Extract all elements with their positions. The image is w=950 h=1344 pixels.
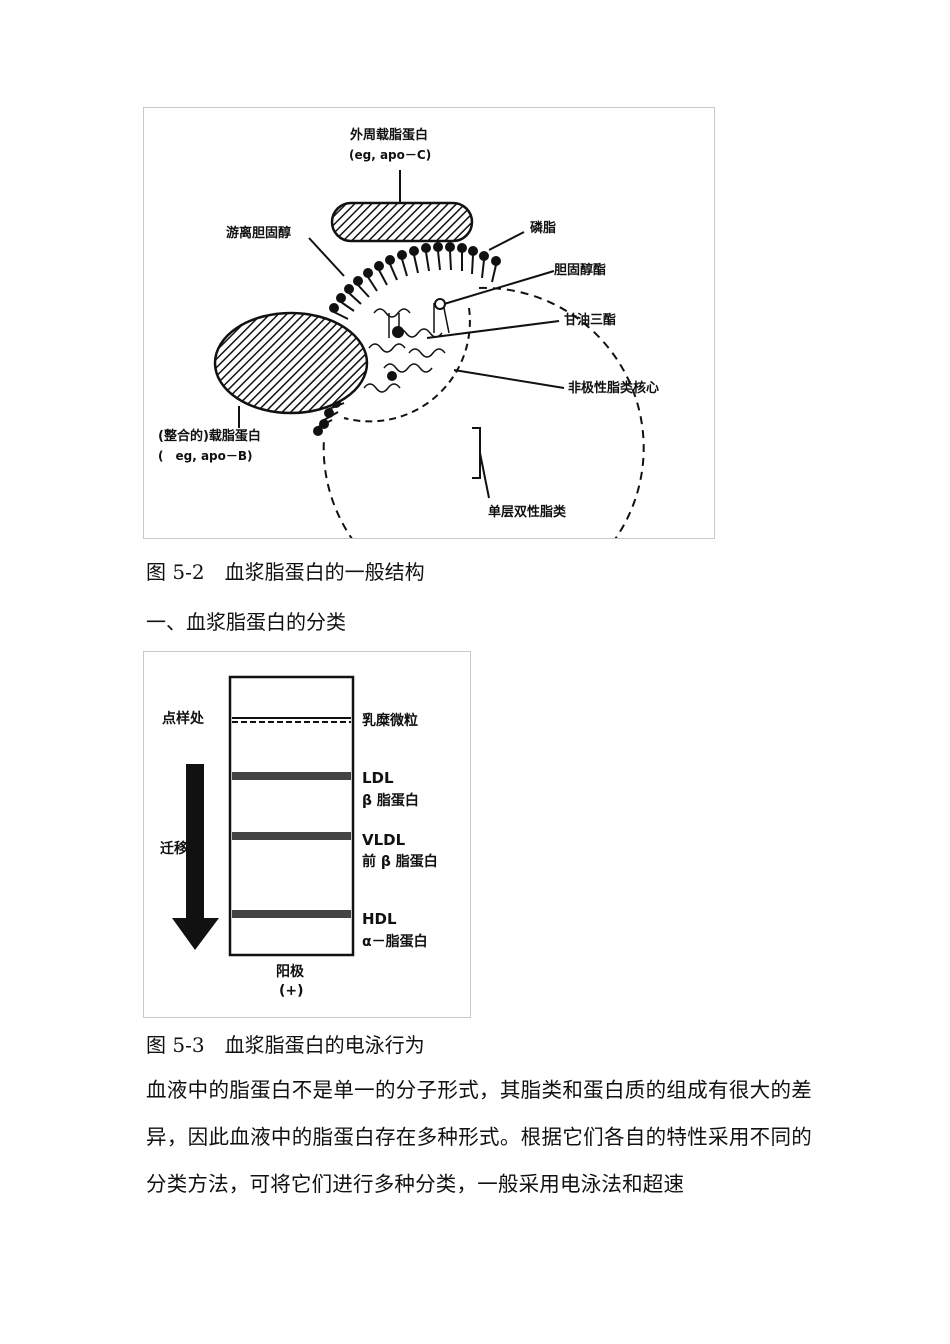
monolayer-shell-inner [343, 307, 471, 423]
label-ldl-sub: β 脂蛋白 [362, 792, 419, 809]
label-peripheral-apo: 外周载脂蛋白 [349, 127, 428, 143]
label-peripheral-apo-eg: (eg, apo－C) [349, 148, 431, 162]
migration-arrow-head [172, 918, 219, 950]
label-origin: 点样处 [162, 710, 205, 727]
ldl-band [232, 772, 351, 780]
lipoprotein-structure-figure: 外周载脂蛋白 (eg, apo－C) 游离胆固醇 磷脂 胆固醇酯 甘油三酯 非极… [143, 107, 715, 539]
migration-arrow-shaft [186, 764, 204, 919]
lipid-core [363, 303, 450, 393]
label-triglyceride: 甘油三酯 [564, 312, 616, 328]
figure-caption-5-2: 图 5-2 血浆脂蛋白的一般结构 [146, 560, 425, 584]
label-monolayer: 单层双性脂类 [488, 504, 567, 520]
label-cholesteryl-ester: 胆固醇酯 [554, 262, 606, 278]
label-migration: 迁移率 [160, 840, 202, 857]
label-vldl-sub: 前 β 脂蛋白 [362, 853, 438, 870]
section-heading: 一、血浆脂蛋白的分类 [146, 610, 346, 634]
vldl-band [232, 832, 351, 840]
peripheral-apolipoprotein-shape [330, 201, 474, 243]
figure-caption-5-3: 图 5-3 血浆脂蛋白的电泳行为 [146, 1033, 425, 1057]
triglyceride-molecule [387, 371, 397, 381]
triglyceride-molecule [392, 326, 404, 338]
label-chylomicron: 乳糜微粒 [362, 712, 418, 729]
electrophoresis-figure: 点样处 迁移率 乳糜微粒 LDL β 脂蛋白 VLDL 前 β 脂蛋白 HDL … [143, 651, 471, 1018]
label-integral-apo-eg: ( eg, apo－B) [158, 449, 253, 463]
label-phospholipid: 磷脂 [530, 220, 556, 236]
label-vldl: VLDL [362, 831, 406, 849]
label-hdl-sub: α－脂蛋白 [362, 933, 428, 950]
integral-apolipoprotein-shape [213, 311, 369, 415]
body-paragraph: 血液中的脂蛋白不是单一的分子形式，其脂类和蛋白质的组成有很大的差异，因此血液中的… [146, 1078, 812, 1196]
bands [232, 717, 351, 918]
label-anode-sign: (+) [279, 983, 304, 999]
label-anode: 阳极 [276, 963, 305, 980]
label-free-cholesterol: 游离胆固醇 [226, 225, 291, 241]
phospholipid-layer [313, 242, 501, 436]
label-hdl: HDL [362, 910, 397, 928]
lipoprotein-structure-diagram: 外周载脂蛋白 (eg, apo－C) 游离胆固醇 磷脂 胆固醇酯 甘油三酯 非极… [158, 127, 659, 538]
gel-lane [228, 675, 355, 957]
label-nonpolar-core: 非极性脂类核心 [568, 380, 659, 396]
label-ldl: LDL [362, 769, 394, 787]
label-integral-apo: (整合的)载脂蛋白 [158, 428, 261, 444]
electrophoresis-diagram: 点样处 迁移率 乳糜微粒 LDL β 脂蛋白 VLDL 前 β 脂蛋白 HDL … [160, 675, 438, 999]
leader-lines [238, 170, 565, 499]
cholesteryl-ester-molecule [434, 298, 446, 310]
hdl-band [232, 910, 351, 918]
